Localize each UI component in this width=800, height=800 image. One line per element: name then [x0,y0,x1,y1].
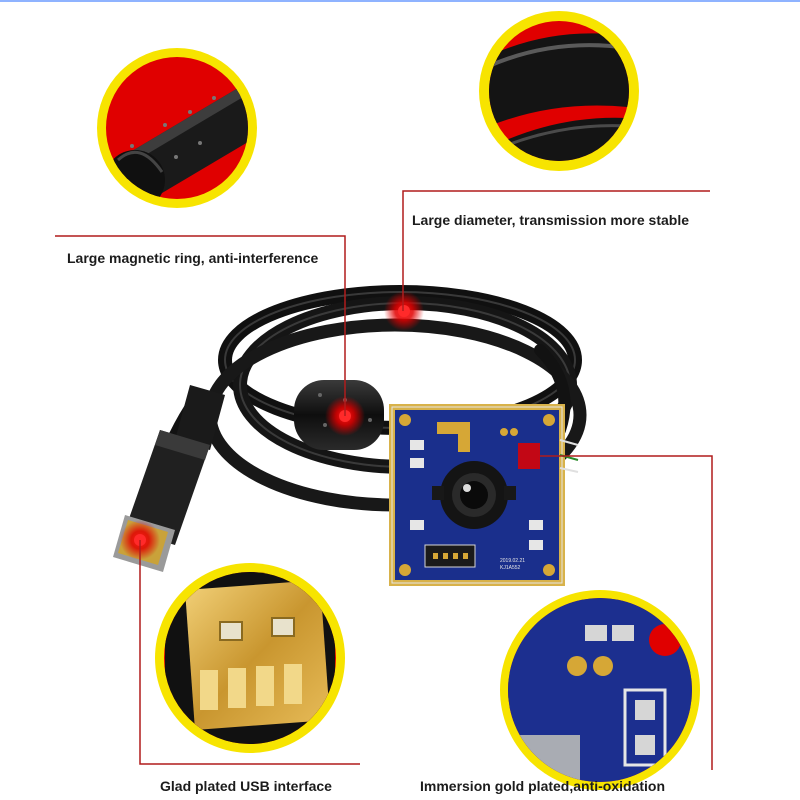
pcb-highlight-dot-icon [518,443,540,469]
callout-lines [55,190,713,770]
pcb-gold-pads-zoom-icon [500,590,700,790]
cable-diameter-label: Large diameter, transmission more stable [412,212,689,228]
magnetic-ring-label: Large magnetic ring, anti-interference [67,250,319,266]
cable-zoom-icon [479,11,639,171]
pcb-marking-line2: KJ1A552 [500,565,521,571]
camera-pcb: 2019.02.21 KJ1A552 [389,404,579,586]
magnetic-ring-zoom-icon [97,48,257,208]
pcb-marking-line1: 2019.02.21 [500,558,525,564]
gold-plating-label: Immersion gold plated,anti-oxidation [420,778,666,794]
usb-gold-contacts-zoom-icon [155,563,345,753]
usb-interface-label: Glad plated USB interface [160,778,332,794]
